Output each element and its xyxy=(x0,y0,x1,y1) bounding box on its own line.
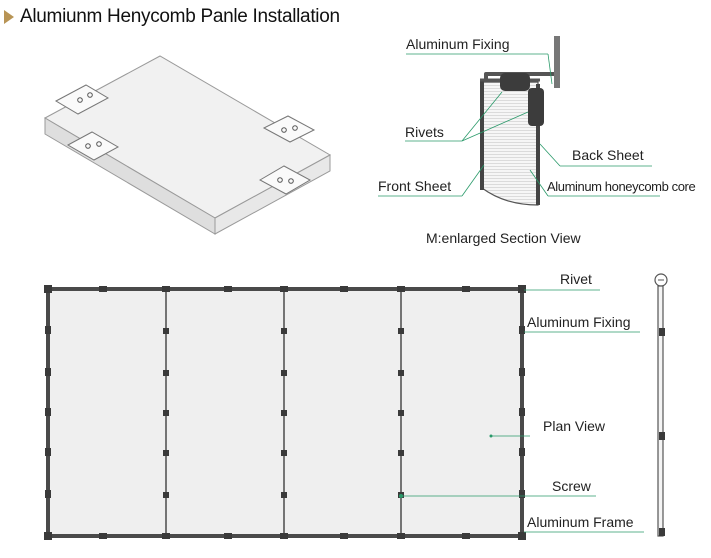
label-aluminum-fixing: Aluminum Fixing xyxy=(406,36,509,52)
label-screw: Screw xyxy=(552,478,592,494)
section-view xyxy=(480,36,560,206)
label-plan-view: Plan View xyxy=(543,418,606,434)
label-rivets: Rivets xyxy=(405,124,444,140)
bullet-triangle-icon xyxy=(4,10,14,24)
isometric-panel xyxy=(43,55,332,235)
title-block: Alumiunm Henycomb Panle Installation xyxy=(4,6,340,28)
label-honeycomb-core: Aluminum honeycomb core xyxy=(547,179,695,194)
corner-bracket xyxy=(262,115,316,143)
leader-dot xyxy=(399,494,403,498)
corner-bracket xyxy=(66,131,120,161)
section-caption: M:enlarged Section View xyxy=(426,230,581,246)
page-title: Alumiunm Henycomb Panle Installation xyxy=(20,6,340,27)
plan-view xyxy=(44,285,526,540)
label-rivet: Rivet xyxy=(560,271,592,287)
label-aluminum-frame: Aluminum Frame xyxy=(527,514,634,530)
fixing-arm xyxy=(554,36,560,88)
corner-bracket xyxy=(258,165,312,195)
rivet-block xyxy=(500,73,530,91)
side-profile xyxy=(654,273,668,537)
label-back-sheet: Back Sheet xyxy=(572,147,644,163)
plan-leaders xyxy=(402,289,644,533)
frame-clips xyxy=(44,285,526,540)
leader-dot xyxy=(489,434,493,438)
label-plan-aluminum-fixing: Aluminum Fixing xyxy=(527,314,630,330)
section-leaders xyxy=(378,53,660,197)
label-front-sheet: Front Sheet xyxy=(378,178,451,194)
corner-bracket xyxy=(54,84,110,115)
rivet-block xyxy=(528,88,544,126)
